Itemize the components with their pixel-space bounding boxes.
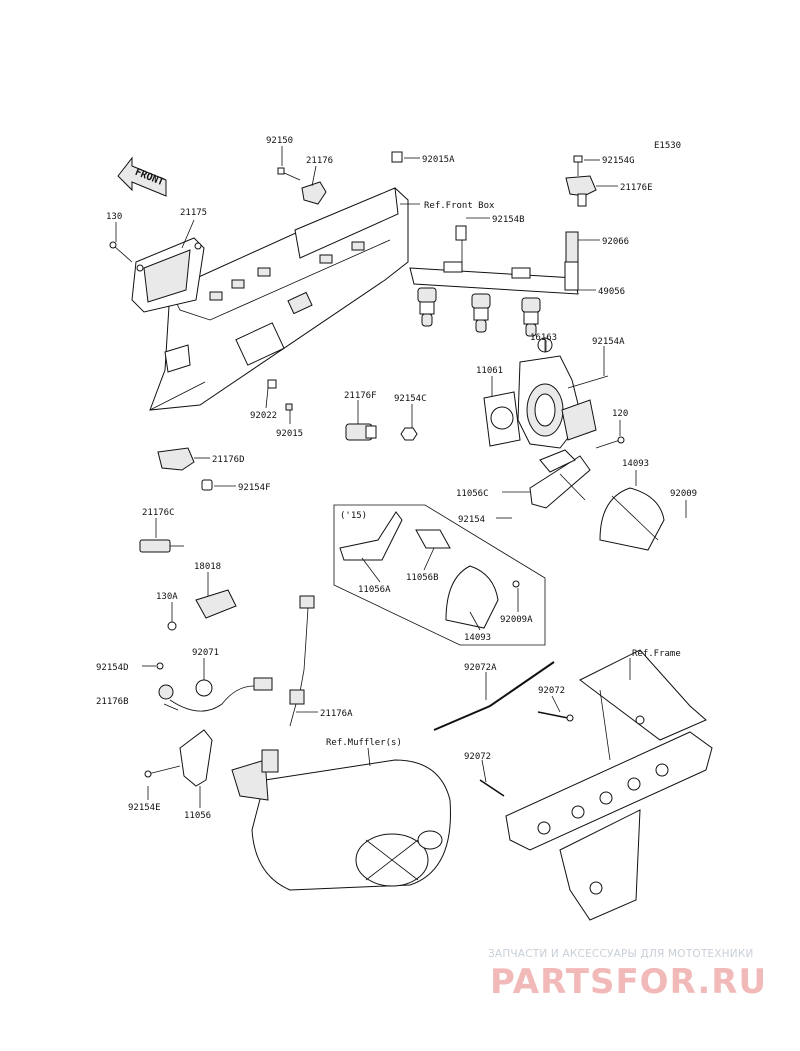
bolt-120 (595, 436, 625, 449)
label-130: 130 (106, 212, 122, 222)
label-92154G: 92154G (602, 156, 635, 166)
label-92154C: 92154C (394, 394, 427, 404)
label-11056B: 11056B (406, 573, 439, 583)
cover-14093 (599, 487, 665, 551)
bracket-18018 (195, 589, 237, 619)
label-130A: 130A (156, 592, 178, 602)
label-16163: 16163 (530, 333, 557, 343)
label-21176: 21176 (306, 156, 333, 166)
label-92072-a: 92072 (538, 686, 565, 696)
label-92015A: 92015A (422, 155, 455, 165)
sensor-21176E (565, 155, 597, 207)
label-ref-front-box: Ref.Front Box (424, 201, 495, 211)
variant-2015-box (333, 504, 546, 646)
label-49056: 49056 (598, 287, 625, 297)
label-11056: 11056 (184, 811, 211, 821)
label-92071: 92071 (192, 648, 219, 658)
label-92154B: 92154B (492, 215, 525, 225)
bracket-11056 (144, 729, 213, 787)
throttle-body-16163 (517, 337, 609, 449)
label-11056C: 11056C (456, 489, 489, 499)
nut-92154C (400, 427, 418, 441)
bolt-130 (109, 241, 133, 263)
label-92066: 92066 (602, 237, 629, 247)
label-2015: ('15) (340, 511, 367, 521)
label-21176C: 21176C (142, 508, 175, 518)
ecu-bracket (149, 187, 409, 411)
label-92072A: 92072A (464, 663, 497, 673)
collar-92022 (267, 379, 293, 411)
injector-3 (521, 297, 541, 337)
sensor-21176F (345, 423, 377, 441)
bolt-92150 (277, 167, 301, 181)
cable-tie-92072A (433, 661, 555, 731)
label-14093-a: 14093 (622, 459, 649, 469)
label-21176B: 21176B (96, 697, 129, 707)
leader-lines (115, 146, 687, 808)
bracket-11056C (529, 449, 591, 509)
label-ref-frame: Ref.Frame (632, 649, 681, 659)
label-92154E: 92154E (128, 803, 161, 813)
label-21176A: 21176A (320, 709, 353, 719)
cable-tie-92072 (479, 711, 574, 797)
sensor-21176 (301, 181, 327, 205)
bolt-130A (167, 621, 177, 631)
label-92072-b: 92072 (464, 752, 491, 762)
label-21176F: 21176F (344, 391, 377, 401)
label-ref-muffler: Ref.Muffler(s) (326, 738, 402, 748)
label-92154A: 92154A (592, 337, 625, 347)
part-labels: E1530 92150 21176 92015A 130 21175 Ref.F… (96, 136, 697, 821)
clip-92015A (391, 151, 403, 163)
label-14093-b: 14093 (464, 633, 491, 643)
diagram-code: E1530 (654, 141, 681, 151)
o2-sensor-21176B (156, 662, 273, 712)
o2-sensor-21176A (289, 595, 315, 727)
watermark-brand: PARTSFOR.RU (490, 962, 768, 1002)
label-92154: 92154 (458, 515, 485, 525)
muffler (231, 749, 451, 891)
sensor-21176D (157, 447, 213, 491)
gasket-11061 (483, 391, 521, 447)
label-92022: 92022 (250, 411, 277, 421)
label-18018: 18018 (194, 562, 221, 572)
label-92015: 92015 (276, 429, 303, 439)
label-21176D: 21176D (212, 455, 245, 465)
injector-2 (471, 293, 491, 333)
ecu-unit (131, 237, 205, 313)
label-92150: 92150 (266, 136, 293, 146)
frame (505, 649, 713, 921)
label-21175: 21175 (180, 208, 207, 218)
injector-1 (417, 287, 437, 327)
label-92154D: 92154D (96, 663, 129, 673)
label-11056A: 11056A (358, 585, 391, 595)
watermark-subtitle: ЗАПЧАСТИ И АКСЕССУАРЫ ДЛЯ МОТОТЕХНИКИ (488, 948, 754, 960)
sensor-21176C (139, 539, 184, 553)
label-11061: 11061 (476, 366, 503, 376)
fuel-rail-49056 (409, 225, 579, 337)
label-120: 120 (612, 409, 628, 419)
label-92154F: 92154F (238, 483, 271, 493)
label-21176E: 21176E (620, 183, 653, 193)
front-arrow-icon: FRONT (117, 156, 167, 197)
label-92009: 92009 (670, 489, 697, 499)
label-92009A: 92009A (500, 615, 533, 625)
